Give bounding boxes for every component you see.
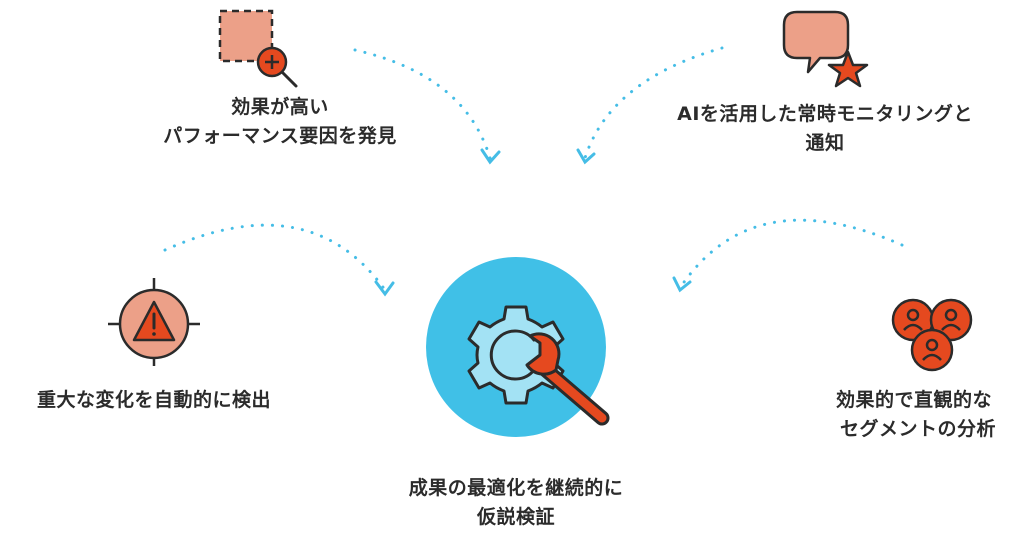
- arrowhead-detect: [374, 280, 395, 297]
- monitor-label: AIを活用した常時モニタリングと 通知: [655, 100, 995, 158]
- discover-label-line-2: パフォーマンス要因を発見: [163, 125, 397, 147]
- person-icon: [929, 298, 973, 342]
- chat-star-icon: [782, 10, 869, 88]
- center-label: 成果の最適化を継続的に 仮説検証: [366, 474, 666, 532]
- person-icon: [910, 328, 954, 372]
- discover-label: 効果が高い パフォーマンス要因を発見: [160, 93, 400, 151]
- star-icon: [827, 50, 869, 88]
- people-group-icon: [891, 298, 973, 372]
- wrench-handle-fill: [541, 365, 607, 423]
- arrowhead-monitor: [576, 148, 596, 165]
- gear-wrench-icon: [467, 305, 610, 426]
- arrow-segment-to-center: [680, 218, 904, 287]
- detect-label: 重大な変化を自動的に検出: [4, 386, 304, 415]
- monitor-label-line-2: 通知: [805, 132, 845, 154]
- detect-label-line-1: 重大な変化を自動的に検出: [36, 389, 271, 411]
- segment-label-line-1: 効果的で直観的な: [836, 389, 993, 411]
- segment-label: 効果的で直観的な セグメントの分析: [836, 386, 1032, 444]
- arrow-monitor-to-center: [583, 46, 724, 160]
- magnifier-square-icon: [218, 9, 298, 88]
- monitor-label-line-1: AIを活用した常時モニタリングと: [677, 103, 973, 125]
- arrowhead-discover: [480, 148, 501, 165]
- discover-label-line-1: 効果が高い: [231, 96, 329, 118]
- gear-icon: [467, 305, 565, 405]
- arrow-discover-to-center: [353, 48, 492, 160]
- warning-target-icon: [108, 278, 200, 366]
- gear-inner-arc: [489, 329, 536, 381]
- arrow-detect-to-center: [163, 223, 387, 292]
- segment-label-line-2: セグメントの分析: [840, 418, 997, 440]
- center-label-line-2: 仮説検証: [476, 506, 555, 528]
- wrench-head-icon: [525, 332, 561, 376]
- flow-arrows: [163, 46, 904, 297]
- person-icon: [891, 298, 935, 342]
- arrowhead-segment: [672, 276, 692, 293]
- center-label-line-1: 成果の最適化を継続的に: [408, 477, 624, 499]
